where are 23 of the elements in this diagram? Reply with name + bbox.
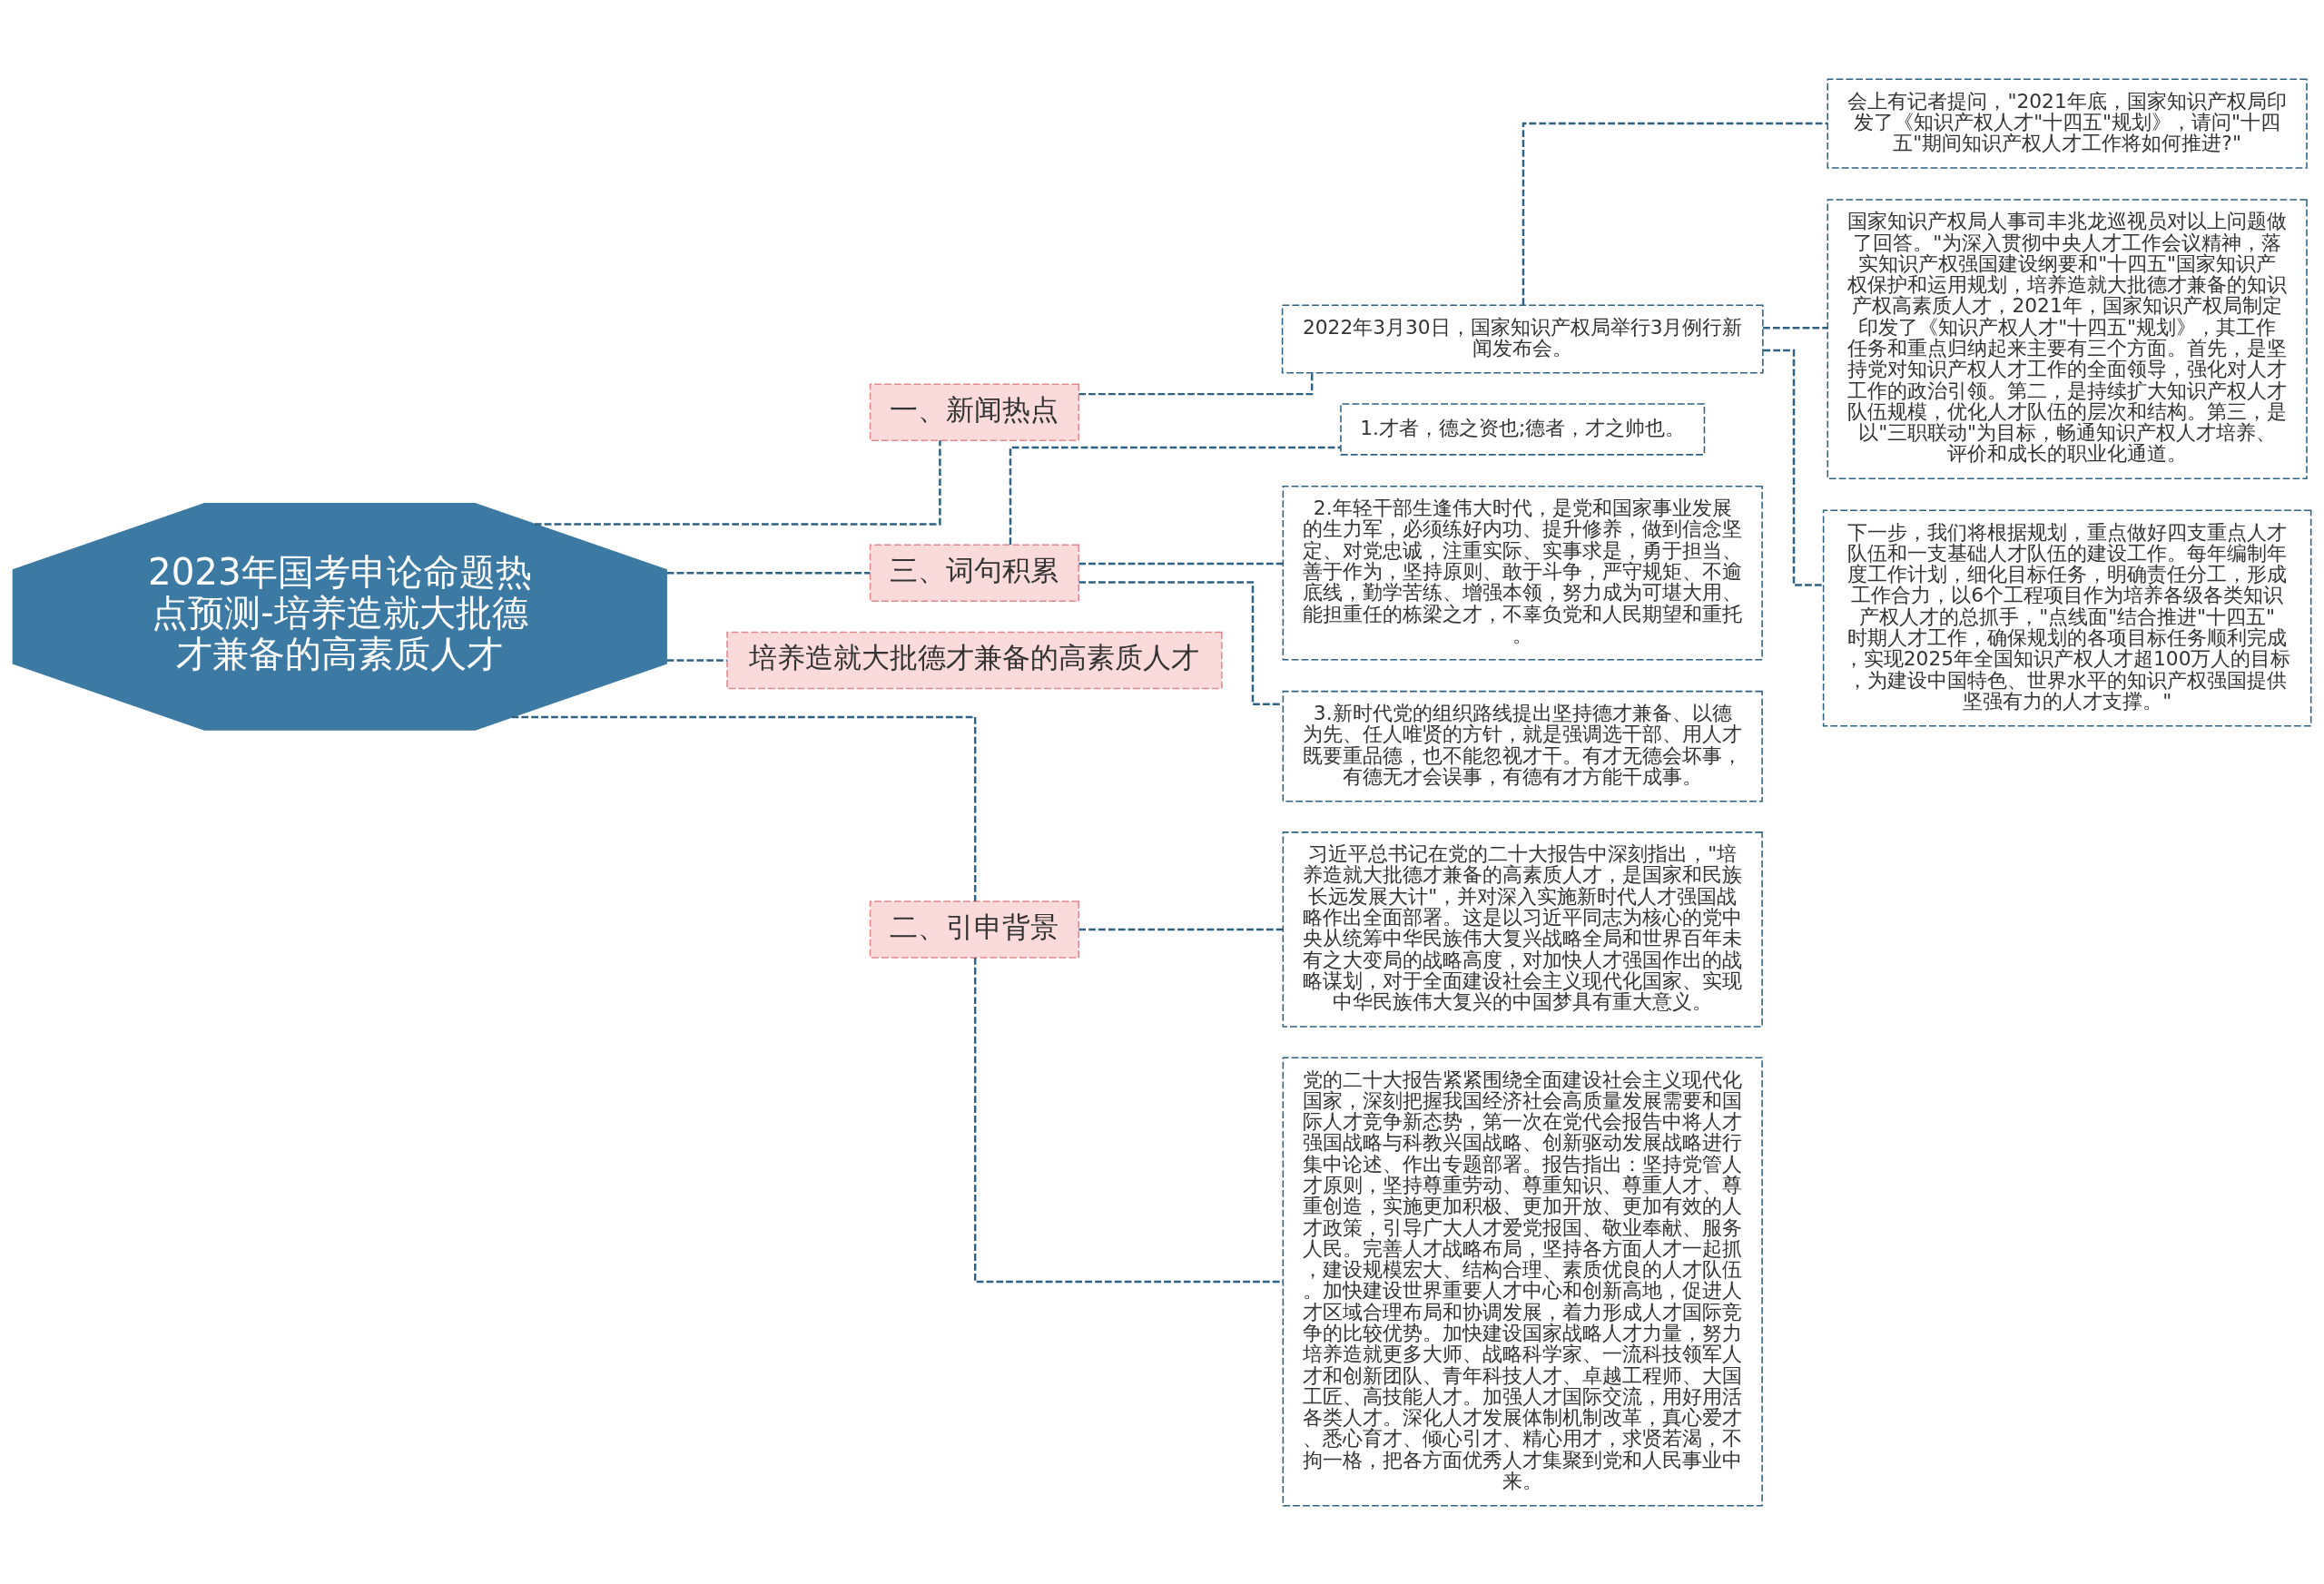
- node-box: 会上有记者提问，"2021年底，国家知识产权局印发了《知识产权人才"十四五"规划》，请问"十四五"期间知识产权人才工作将如何推进?": [1827, 77, 2308, 169]
- node-box: 下一步，我们将根据规划，重点做好四支重点人才队伍和一支基础人才队伍的建设工作。每年编制年度工作计划，细化目标任务，明确责任分工，形成工作合力，以6个工程项目作为培养各级各类知识产权人才的总抓手，"点线面"结合推进"十四五"时期人才工作，确保规划的各项目标任务顺利完成，实现2025年全国知识产权人才超100万人的目标，为建设中国特色、世界水平的知识产权强国提供坚强有力的人才支撑。": [1822, 508, 2312, 726]
- connector: [666, 658, 727, 662]
- node-box: 三、词句积累: [869, 543, 1080, 602]
- node-box: 3.新时代党的组织路线提出坚持德才兼备、以德为先、任人唯贤的方针，就是强调选干部、用人才既要重品德，也不能忽视才干。有才无德会坏事，有德无才会误事，有德有才方能干成事。: [1282, 690, 1763, 802]
- connector: [1078, 928, 1284, 930]
- node-box: 二、引申背景: [869, 900, 1080, 959]
- connector: [1521, 122, 1827, 305]
- connector: [1078, 580, 1283, 705]
- node-box: 习近平总书记在党的二十大报告中深刻指出，"培养造就大批德才兼备的高素质人才，是国家和民族长远发展大计"，并对深入实施新时代人才强国战略作出全面部署。这是以习近平同志为核心的党中央从统筹中华民族伟大复兴战略全局和世界百年未有之大变局的战略高度，对加快人才强国作出的战略谋划，对于全面建设社会主义现代化国家、实现中华民族伟大复兴的中国梦具有重大意义。: [1282, 831, 1763, 1028]
- node-box: 培养造就大批德才兼备的高素质人才: [726, 631, 1223, 689]
- connector: [511, 715, 977, 901]
- connector: [1078, 562, 1284, 565]
- connector: [1009, 446, 1341, 545]
- node-box: 国家知识产权局人事司丰兆龙巡视员对以上问题做了回答。"为深入贯彻中央人才工作会议精神，落实知识产权强国建设纲要和"十四五"国家知识产权保护和运用规划，培养造就大批德才兼备的知识产权高素质人才，2021年，国家知识产权局制定印发了《知识产权人才"十四五"规划》，其工作任务和重点归纳起来主要有三个方面。首先，是坚持党对知识产权人才工作的全面领导，强化对人才工作的政治引领。第二，是持续扩大知识产权人才队伍规模，优化人才队伍的层次和结构。第三，是以"三职联动"为目标，畅通知识产权人才培养、评价和成长的职业化通道。: [1827, 198, 2308, 479]
- node-box: 党的二十大报告紧紧围绕全面建设社会主义现代化国家，深刻把握我国经济社会高质量发展需要和国际人才竞争新态势，第一次在党代会报告中将人才强国战略与科教兴国战略、创新驱动发展战略进行集中论述、作出专题部署。报告指出：坚持党管人才原则，坚持尊重劳动、尊重知识、尊重人才、尊重创造，实施更加积极、更加开放、更加有效的人才政策，引导广大人才爱党报国、敬业奉献、服务人民。完善人才战略布局，坚持各方面人才一起抓，建设规模宏大、结构合理、素质优良的人才队伍。加快建设世界重要人才中心和创新高地，促进人才区域合理布局和协调发展，着力形成人才国际竞争的比较优势。加快建设国家战略人才力量，努力培养造就更多大师、战略科学家、一流科技领军人才和创新团队、青年科技人才、卓越工程师、大国工匠、高技能人才。加强人才国际交流，用好用活各类人才。深化人才发展体制机制改革，真心爱才、悉心育才、倾心引才、精心用才，求贤若渴，不拘一格，把各方面优秀人才集聚到党和人民事业中来。: [1282, 1056, 1763, 1507]
- node-box: 1.才者，德之资也;德者，才之帅也。: [1340, 402, 1706, 456]
- connector: [534, 439, 941, 526]
- node-box: 一、新闻热点: [869, 383, 1080, 441]
- connector: [1763, 326, 1827, 329]
- node-box: 2022年3月30日，国家知识产权局举行3月例行新闻发布会。: [1281, 304, 1764, 374]
- node-box: 2.年轻干部生逢伟大时代，是党和国家事业发展的生力军，必须练好内功、提升修养，做到信念坚定、对党忠诚，注重实际、实事求是，勇于担当、善于作为，坚持原则、敢于斗争，严守规矩、不逾底线，勤学苦练、增强本领，努力成为可堪大用、能担重任的栋梁之才，不辜负党和人民期望和重托。: [1282, 485, 1763, 660]
- connector: [666, 571, 871, 574]
